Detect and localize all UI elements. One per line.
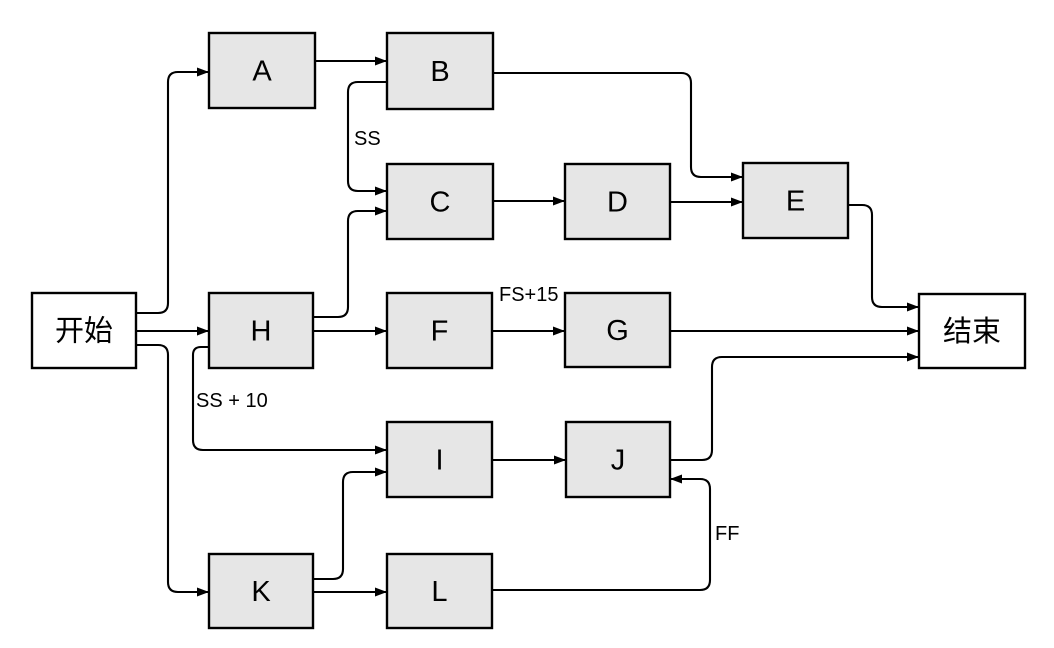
edge-B-E <box>493 71 743 182</box>
node-label-H: H <box>251 316 272 348</box>
node-E <box>741 161 850 240</box>
node-start <box>30 291 138 370</box>
node-end <box>917 292 1027 370</box>
node-label-G: G <box>606 315 629 347</box>
node-J <box>564 420 672 499</box>
edge-H-C <box>313 206 387 319</box>
edge-start-K <box>136 343 209 597</box>
node-label-E: E <box>786 186 805 218</box>
node-label-K: K <box>251 576 271 608</box>
edge-L-J <box>492 474 712 592</box>
node-label-F: F <box>431 316 449 348</box>
node-F <box>385 291 494 370</box>
node-C <box>385 162 495 241</box>
node-I <box>385 420 494 499</box>
edge-label-L-J: FF <box>715 523 739 545</box>
edge-label-F-G: FS+15 <box>499 284 558 306</box>
node-K <box>207 552 315 630</box>
node-A <box>207 31 317 110</box>
node-label-B: B <box>430 56 449 88</box>
edge-start-A <box>136 67 209 315</box>
edge-label-B-C: SS <box>354 128 381 150</box>
edge-H-I <box>191 345 387 455</box>
edge-B-C <box>346 80 387 196</box>
node-label-I: I <box>435 445 443 477</box>
node-G <box>563 291 672 369</box>
node-L <box>385 552 494 630</box>
node-D <box>563 162 672 241</box>
edge-J-end <box>670 352 919 462</box>
node-B <box>385 31 495 111</box>
node-label-A: A <box>252 56 272 88</box>
node-label-D: D <box>607 187 628 219</box>
node-label-J: J <box>611 445 626 477</box>
node-label-start: 开始 <box>55 315 113 348</box>
edge-label-H-I: SS + 10 <box>196 390 268 412</box>
edge-E-end <box>848 203 919 312</box>
node-label-end: 结束 <box>943 315 1001 348</box>
node-H <box>207 291 315 370</box>
node-label-L: L <box>431 576 447 608</box>
edge-K-I <box>313 467 387 581</box>
node-label-C: C <box>430 187 451 219</box>
